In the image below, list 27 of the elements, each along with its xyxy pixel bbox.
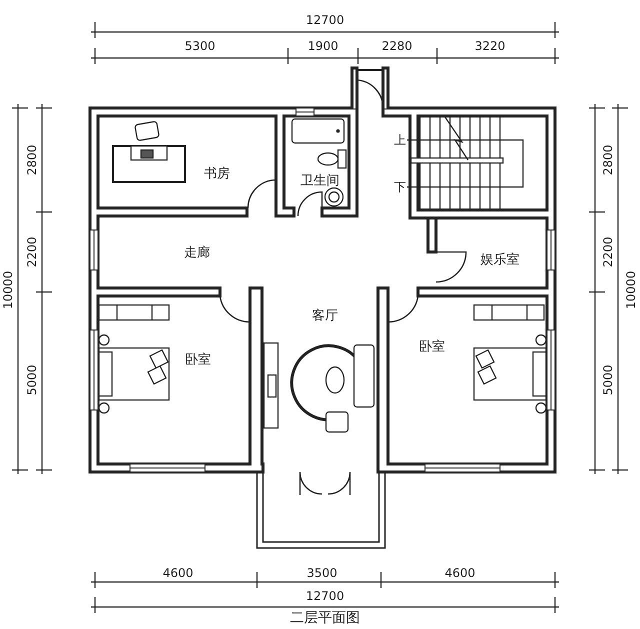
dimension-label: 3500 bbox=[306, 567, 338, 579]
dimension-label: 10000 bbox=[625, 270, 637, 310]
room-label: 卫生间 bbox=[300, 174, 340, 188]
room-label: 客厅 bbox=[312, 310, 338, 322]
dimension-label: 12700 bbox=[306, 590, 344, 602]
dimension-label: 5000 bbox=[602, 364, 614, 396]
dimension-label: 2200 bbox=[602, 236, 614, 268]
dimension-label: 4600 bbox=[162, 567, 194, 579]
dimension-label: 12700 bbox=[306, 14, 344, 26]
room-label: 娱乐室 bbox=[480, 254, 520, 266]
dimension-label: 5000 bbox=[26, 364, 38, 396]
dimension-label: 2280 bbox=[382, 40, 412, 52]
room-label: 卧室 bbox=[419, 340, 445, 354]
dimension-label: 10000 bbox=[2, 270, 14, 310]
dimension-label: 2200 bbox=[26, 236, 38, 268]
stair-direction-label: 上 bbox=[394, 134, 406, 146]
dimension-label: 3220 bbox=[474, 40, 506, 52]
dimension-label: 4600 bbox=[444, 567, 476, 579]
room-label: 走廊 bbox=[184, 246, 210, 260]
dimension-label: 2800 bbox=[26, 144, 38, 176]
dimension-label: 1900 bbox=[308, 40, 338, 52]
dimension-label: 5300 bbox=[184, 40, 216, 52]
room-label: 卧室 bbox=[185, 354, 211, 366]
room-label: 书房 bbox=[204, 168, 230, 180]
stair-direction-label: 下 bbox=[394, 181, 406, 193]
caption: 二层平面图 bbox=[290, 611, 360, 625]
dimension-label: 2800 bbox=[602, 144, 614, 176]
